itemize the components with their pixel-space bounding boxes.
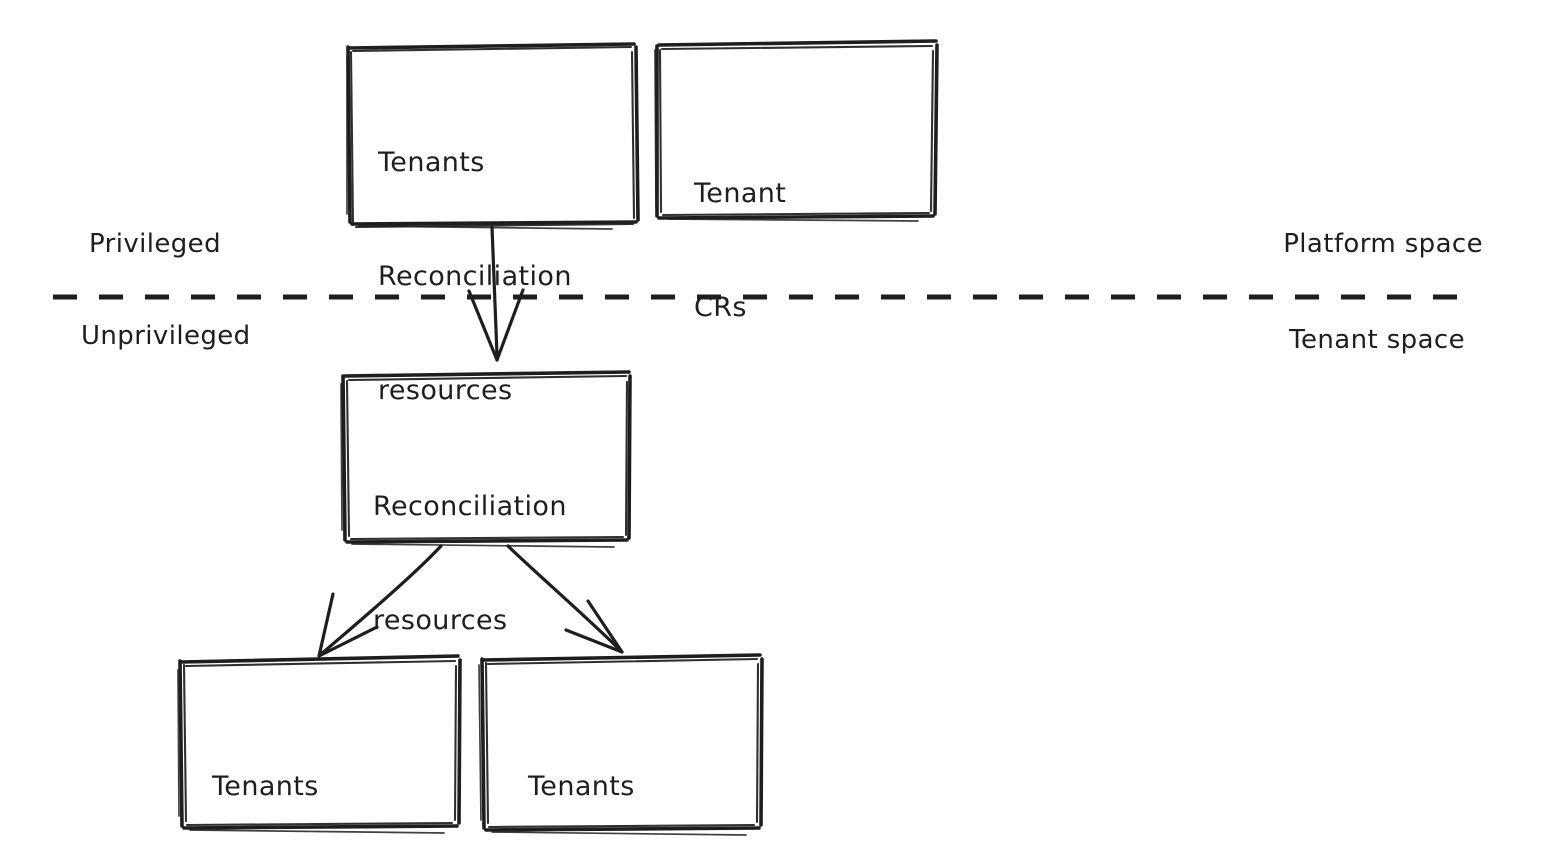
node-tenants-rbac[interactable]	[478, 653, 764, 836]
node-tenants-reconciliation-resources[interactable]	[346, 42, 640, 230]
edge-to-namespaces	[317, 544, 443, 658]
edge-platform-to-tenant	[467, 225, 525, 362]
node-tenant-crs[interactable]	[654, 39, 939, 222]
edge-to-rbac	[506, 544, 624, 654]
node-reconciliation-resources[interactable]	[340, 370, 632, 548]
node-tenants-namespaces[interactable]	[177, 654, 462, 834]
